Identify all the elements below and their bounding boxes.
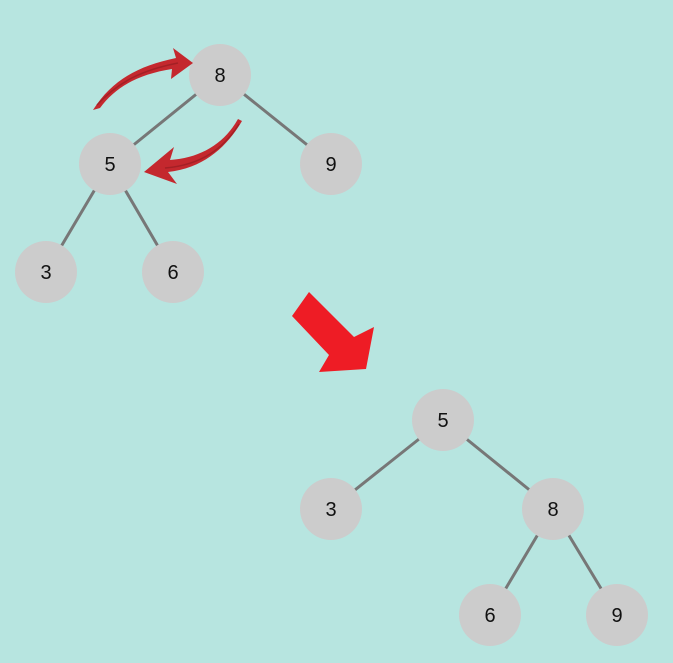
node-circle bbox=[522, 478, 584, 540]
node-label: 3 bbox=[40, 262, 51, 284]
node-circle bbox=[300, 133, 362, 195]
curved-arrow-down-stroke bbox=[164, 123, 240, 169]
curved-arrow-icon-down bbox=[144, 119, 242, 184]
node-label: 3 bbox=[325, 499, 336, 521]
node-circle bbox=[459, 584, 521, 646]
tree-node-b6: 6 bbox=[142, 241, 204, 303]
node-label: 9 bbox=[611, 605, 622, 627]
tree-node-b8: 8 bbox=[189, 44, 251, 106]
node-circle bbox=[189, 44, 251, 106]
node-label: 6 bbox=[167, 262, 178, 284]
tree-node-a8: 8 bbox=[522, 478, 584, 540]
tree-node-a3: 3 bbox=[300, 478, 362, 540]
node-circle bbox=[142, 241, 204, 303]
curved-arrow-down-body bbox=[144, 119, 242, 184]
tree-node-b5: 5 bbox=[79, 133, 141, 195]
node-label: 9 bbox=[325, 154, 336, 176]
tree-node-a9: 9 bbox=[586, 584, 648, 646]
node-label: 8 bbox=[214, 65, 225, 87]
curved-arrow-icon-up bbox=[93, 48, 193, 110]
nodes-layer: 8 5 9 3 6 5 3 8 6 9 bbox=[15, 44, 648, 646]
node-circle bbox=[15, 241, 77, 303]
node-circle bbox=[412, 389, 474, 451]
node-label: 6 bbox=[484, 605, 495, 627]
node-label: 8 bbox=[547, 499, 558, 521]
tree-node-a5: 5 bbox=[412, 389, 474, 451]
arrow-down-right-icon bbox=[292, 292, 374, 372]
node-circle bbox=[79, 133, 141, 195]
node-label: 5 bbox=[437, 410, 448, 432]
tree-node-b3: 3 bbox=[15, 241, 77, 303]
node-label: 5 bbox=[104, 154, 115, 176]
tree-node-b9: 9 bbox=[300, 133, 362, 195]
curved-arrow-up-body bbox=[93, 48, 193, 110]
tree-node-a6: 6 bbox=[459, 584, 521, 646]
curved-arrow-up-stroke bbox=[96, 62, 179, 106]
node-circle bbox=[300, 478, 362, 540]
node-circle bbox=[586, 584, 648, 646]
